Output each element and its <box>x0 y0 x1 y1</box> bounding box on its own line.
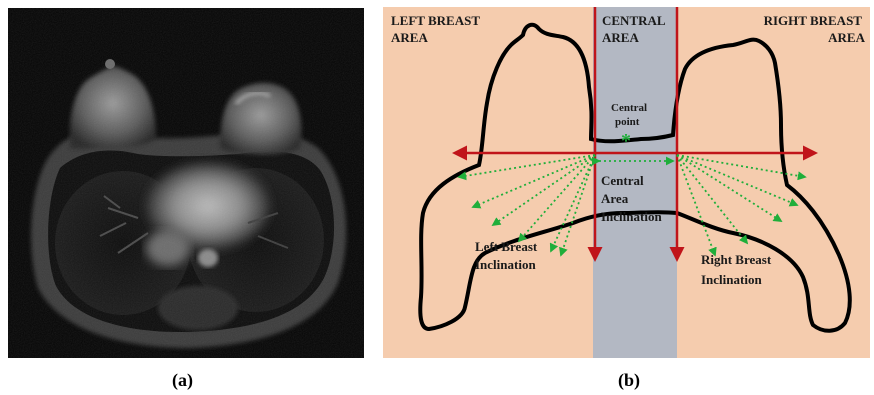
left-breast-area-region <box>383 7 593 358</box>
mri-image <box>8 8 364 358</box>
mri-image-panel <box>8 8 364 358</box>
breast-area-diagram: * LEFT BREAST AREA CENTRAL AREA RIGHT BR… <box>383 7 870 358</box>
caption-b: (b) <box>618 370 640 391</box>
central-point-star: * <box>621 130 631 152</box>
caption-a: (a) <box>172 370 193 391</box>
breast-area-diagram-panel: * LEFT BREAST AREA CENTRAL AREA RIGHT BR… <box>383 7 870 358</box>
